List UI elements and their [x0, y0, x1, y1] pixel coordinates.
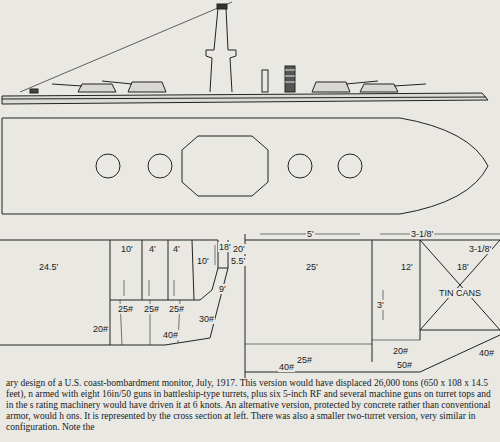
dimension-label: 3' — [376, 300, 385, 310]
dimension-label: 25# — [143, 304, 160, 314]
caption: ary design of a U.S. coast-bombardment m… — [6, 378, 494, 433]
dimension-label: 10' — [120, 244, 134, 254]
plan-view — [2, 118, 488, 214]
dimension-label: 20# — [392, 346, 409, 356]
dimension-label: 40# — [162, 330, 179, 340]
left-section — [0, 240, 228, 345]
dimension-label: 30# — [198, 314, 215, 324]
dimension-label: 20# — [92, 324, 109, 334]
dimension-label: 24.5' — [38, 262, 59, 272]
side-profile — [2, 4, 488, 104]
dimension-label: TIN CANS — [438, 288, 482, 298]
dimension-label: 20' — [232, 244, 246, 254]
dimension-label: 3-1/8' — [410, 229, 434, 239]
stay-wire — [20, 2, 232, 92]
dimension-label: 25# — [117, 304, 134, 314]
dimension-label: 9' — [218, 284, 227, 294]
dimension-label: 4' — [172, 244, 181, 254]
dimension-label: 5.5' — [230, 256, 246, 266]
right-section — [245, 234, 500, 378]
dimension-label: 25# — [296, 355, 313, 365]
dimension-label: 25' — [305, 262, 319, 272]
dimension-label: 10' — [196, 256, 210, 266]
dimension-label: 40# — [478, 348, 495, 358]
dimension-label: 40# — [278, 362, 295, 372]
dimension-label: 18' — [456, 262, 470, 272]
dimension-label: 18' — [218, 242, 232, 252]
dimension-label: 12' — [400, 262, 414, 272]
dimension-label: 3-1/8' — [468, 244, 492, 254]
dimension-label: 50# — [396, 360, 413, 370]
dimension-label: 25# — [168, 304, 185, 314]
dimension-label: 4' — [148, 244, 157, 254]
dimension-label: 5' — [306, 229, 315, 239]
